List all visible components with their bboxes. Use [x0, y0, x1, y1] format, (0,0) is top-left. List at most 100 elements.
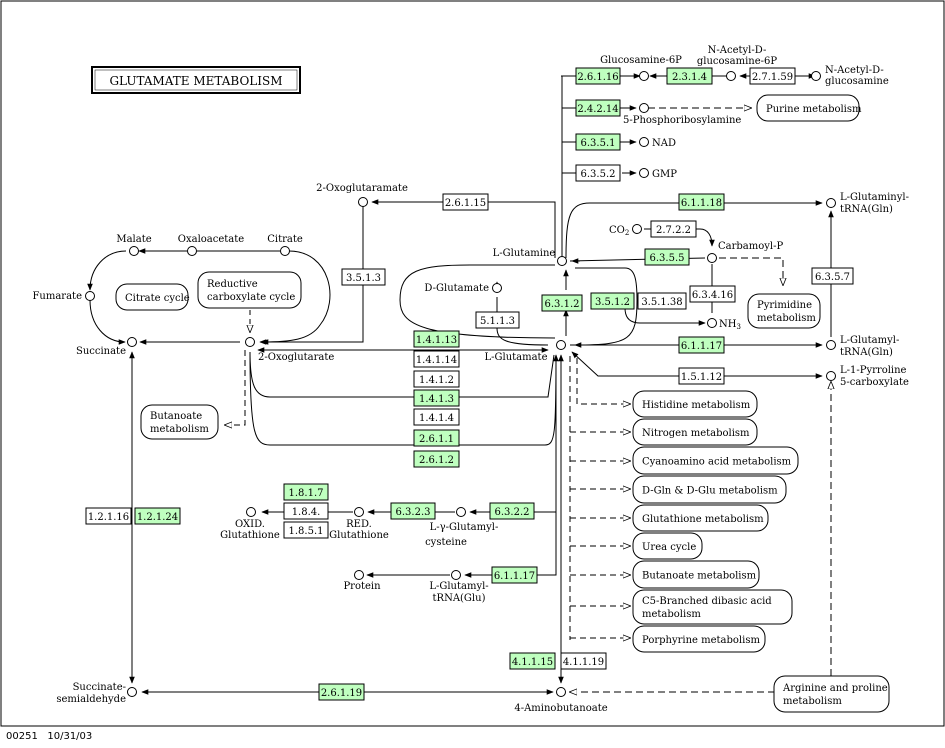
- compound-node[interactable]: [556, 340, 566, 350]
- enzyme-box-6-1-1-18[interactable]: 6.1.1.18: [678, 193, 725, 211]
- enzyme-box-6-1-1-17[interactable]: 6.1.1.17: [678, 336, 725, 354]
- enzyme-label: 2.7.1.59: [752, 72, 793, 83]
- compound-node[interactable]: [85, 291, 95, 301]
- compound-node[interactable]: [811, 71, 821, 81]
- pathway-link-citrate-cycle[interactable]: Citrate cycle: [115, 283, 190, 311]
- map-title: GLUTAMATE METABOLISM: [91, 66, 301, 94]
- enzyme-box-6-1-1-17b[interactable]: 6.1.1.17: [491, 566, 538, 584]
- enzyme-box-1-4-1-14[interactable]: 1.4.1.14: [413, 350, 460, 368]
- enzyme-box-6-3-2-2[interactable]: 6.3.2.2: [489, 502, 535, 520]
- enzyme-box-2-7-1-59[interactable]: 2.7.1.59: [749, 67, 796, 85]
- enzyme-box-3-5-1-2[interactable]: 3.5.1.2: [590, 292, 635, 310]
- compound-node[interactable]: [826, 198, 836, 208]
- compound-node[interactable]: [826, 340, 836, 350]
- compound-node[interactable]: [639, 103, 649, 113]
- compound-node[interactable]: [127, 687, 137, 697]
- pathway-link-porphyrine[interactable]: Porphyrine metabolism: [632, 625, 766, 653]
- enzyme-box-2-6-1-1[interactable]: 2.6.1.1: [413, 429, 460, 447]
- enzyme-box-5-1-1-3[interactable]: 5.1.1.3: [475, 311, 520, 329]
- enzyme-box-3-5-1-3[interactable]: 3.5.1.3: [341, 268, 386, 286]
- compound-node[interactable]: [354, 507, 364, 517]
- enzyme-box-1-8-1-7[interactable]: 1.8.1.7: [283, 483, 329, 501]
- enzyme-box-4-1-1-15[interactable]: 4.1.1.15: [509, 652, 556, 670]
- enzyme-box-1-2-1-24[interactable]: 1.2.1.24: [134, 507, 181, 525]
- compound-node[interactable]: [127, 337, 137, 347]
- enzyme-box-1-5-1-12[interactable]: 1.5.1.12: [678, 367, 725, 385]
- enzyme-box-1-4-1-4[interactable]: 1.4.1.4: [413, 408, 460, 426]
- compound-node[interactable]: [456, 507, 466, 517]
- compound-node[interactable]: [556, 687, 566, 697]
- pathway-link-cyanoamino[interactable]: Cyanoamino acid metabolism: [632, 446, 799, 475]
- enzyme-label: 6.1.1.17: [494, 571, 535, 582]
- enzyme-box-6-3-4-16[interactable]: 6.3.4.16: [689, 285, 736, 303]
- compound-node[interactable]: [707, 318, 717, 328]
- compound-label-l-glutamyl-trna-glu-l1: L-Glutamyl-: [429, 581, 488, 592]
- enzyme-box-1-4-1-13[interactable]: 1.4.1.13: [413, 330, 460, 348]
- enzyme-box-6-3-2-3[interactable]: 6.3.2.3: [390, 502, 436, 520]
- enzyme-label: 2.3.1.4: [672, 72, 707, 83]
- enzyme-box-2-4-2-14[interactable]: 2.4.2.14: [575, 99, 621, 117]
- compound-node[interactable]: [639, 137, 649, 147]
- compound-node[interactable]: [187, 246, 197, 256]
- compound-node[interactable]: [358, 197, 368, 207]
- enzyme-label: 1.8.5.1: [289, 526, 324, 537]
- pathway-label: Glutathione metabolism: [642, 514, 764, 525]
- enzyme-box-4-1-1-19[interactable]: 4.1.1.19: [560, 652, 607, 670]
- compound-node[interactable]: [826, 371, 836, 381]
- pathway-link-nitrogen[interactable]: Nitrogen metabolism: [632, 418, 758, 446]
- compound-label-red-glutathione-l2: Glutathione: [329, 530, 389, 541]
- pathway-link-purine[interactable]: Purine metabolism: [756, 94, 862, 122]
- enzyme-label: 1.5.1.12: [681, 372, 722, 383]
- enzyme-box-2-6-1-16[interactable]: 2.6.1.16: [575, 67, 621, 85]
- enzyme-box-6-3-5-7[interactable]: 6.3.5.7: [811, 267, 854, 285]
- compound-node[interactable]: [707, 253, 717, 263]
- enzyme-box-1-4-1-2[interactable]: 1.4.1.2: [413, 370, 460, 388]
- enzyme-box-6-3-5-5[interactable]: 6.3.5.5: [644, 248, 690, 266]
- compound-node[interactable]: [245, 337, 255, 347]
- enzyme-box-2-6-1-15[interactable]: 2.6.1.15: [442, 193, 489, 211]
- pathway-label: Butanoate: [150, 411, 202, 422]
- map-footer: 00251 10/31/03: [6, 731, 92, 742]
- enzyme-box-2-7-2-2[interactable]: 2.7.2.2: [650, 220, 697, 238]
- enzyme-label: 6.3.5.7: [815, 272, 850, 283]
- compound-node[interactable]: [129, 246, 139, 256]
- map-id: 00251: [6, 731, 38, 742]
- enzyme-box-1-4-1-3[interactable]: 1.4.1.3: [413, 389, 460, 407]
- pathway-link-dgln[interactable]: D-Gln & D-Glu metabolism: [632, 475, 787, 504]
- enzyme-label: 1.4.1.4: [419, 413, 454, 424]
- pathway-label: Citrate cycle: [125, 293, 190, 304]
- enzyme-box-2-6-1-2[interactable]: 2.6.1.2: [413, 450, 460, 468]
- pathway-link-glutathione[interactable]: Glutathione metabolism: [632, 504, 769, 532]
- compound-node[interactable]: [639, 168, 649, 178]
- enzyme-box-6-3-1-2[interactable]: 6.3.1.2: [541, 294, 583, 312]
- enzyme-box-2-6-1-19[interactable]: 2.6.1.19: [318, 683, 365, 701]
- enzyme-box-1-2-1-16[interactable]: 1.2.1.16: [85, 507, 132, 525]
- enzyme-box-2-3-1-4[interactable]: 2.3.1.4: [666, 67, 713, 85]
- compound-node[interactable]: [492, 283, 502, 293]
- enzyme-box-1-8-4[interactable]: 1.8.4.: [283, 502, 329, 520]
- pathway-link-butanoate-right[interactable]: Butanoate metabolism: [632, 560, 760, 589]
- compound-node[interactable]: [451, 570, 461, 580]
- compound-node[interactable]: [246, 507, 256, 517]
- enzyme-box-1-8-5-1[interactable]: 1.8.5.1: [283, 521, 329, 539]
- compound-node[interactable]: [280, 246, 290, 256]
- pathway-link-urea[interactable]: Urea cycle: [632, 532, 703, 560]
- compound-label-d-glutamate: D-Glutamate: [424, 283, 489, 294]
- enzyme-box-3-5-1-38[interactable]: 3.5.1.38: [637, 292, 687, 310]
- compound-node[interactable]: [632, 224, 642, 234]
- enzyme-label: 6.1.1.18: [681, 198, 722, 209]
- compound-node[interactable]: [726, 71, 736, 81]
- pathway-link-histidine[interactable]: Histidine metabolism: [632, 390, 758, 418]
- compound-node[interactable]: [354, 570, 364, 580]
- compound-label-succinate-semialdehyde-l1: Succinate-: [73, 682, 126, 693]
- compound-node[interactable]: [639, 71, 649, 81]
- enzyme-box-6-3-5-2[interactable]: 6.3.5.2: [575, 164, 621, 182]
- compound-node[interactable]: [557, 256, 567, 266]
- enzyme-box-6-3-5-1[interactable]: 6.3.5.1: [575, 133, 621, 151]
